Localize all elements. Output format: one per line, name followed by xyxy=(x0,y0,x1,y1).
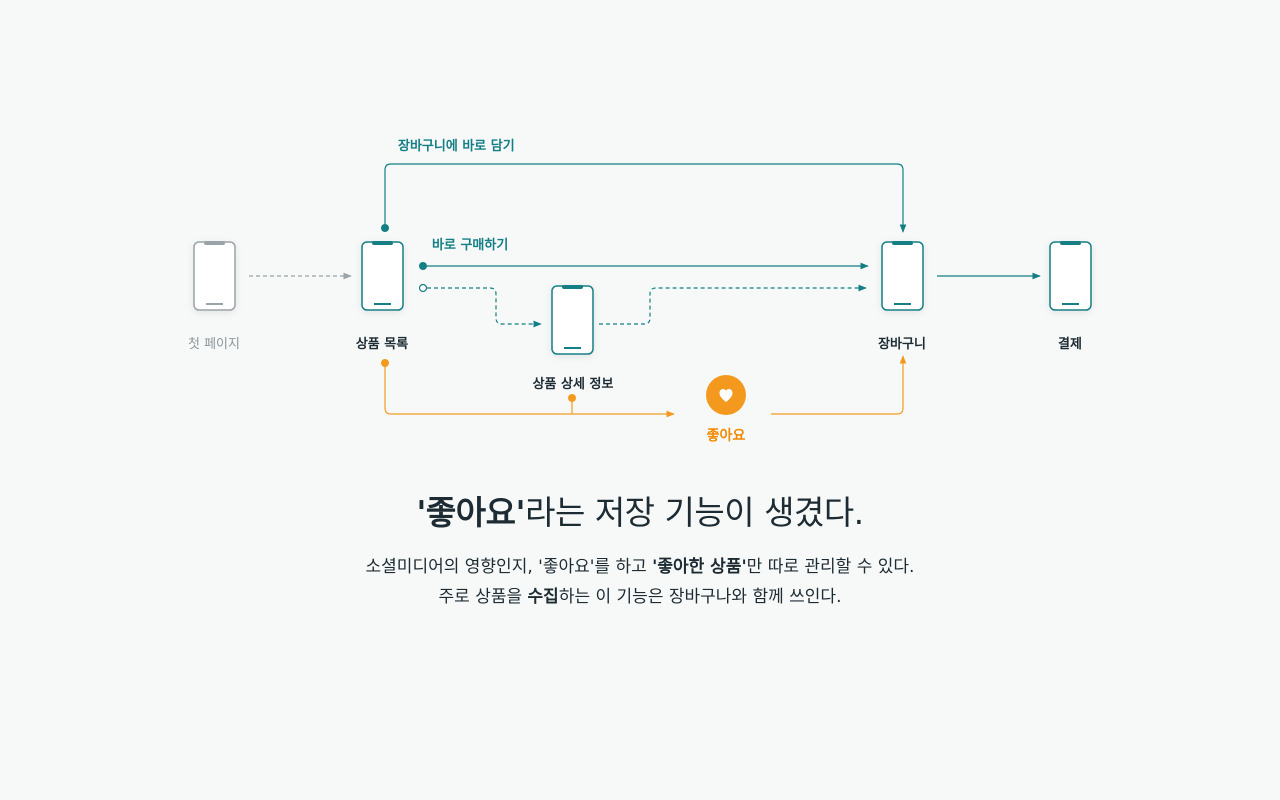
desc-line2-bold: 수집 xyxy=(527,587,559,607)
heart-icon xyxy=(719,389,733,402)
buy-now-start-dot xyxy=(419,262,427,270)
label-product-list: 상품 목록 xyxy=(355,337,409,352)
flow-diagram xyxy=(193,163,1092,418)
desc-line2-b: 하는 이 기능은 장바구나와 함께 쓰인다. xyxy=(558,587,842,607)
detail-route-start-dot xyxy=(418,283,428,293)
label-buy-now-path: 바로 구매하기 xyxy=(432,238,509,253)
like-badge xyxy=(706,375,746,415)
headline: '좋아요'라는 저장 기능이 생겼다. xyxy=(0,486,1280,534)
list-to-detail-path xyxy=(427,287,542,328)
list-to-like-path xyxy=(384,363,675,418)
desc-line1-bold: '좋아한 상품' xyxy=(652,557,747,577)
phone-icon-checkout xyxy=(1049,241,1092,311)
phone-icon-product-list xyxy=(361,241,404,311)
phone-icon-cart xyxy=(881,241,924,311)
label-product-detail: 상품 상세 정보 xyxy=(532,377,614,392)
desc-line1-a: 소셜미디어의 영향인지, '좋아요'를 하고 xyxy=(365,557,653,577)
description-line-2: 주로 상품을 수집하는 이 기능은 장바구나와 함께 쓰인다. xyxy=(0,582,1280,612)
desc-line2-a: 주로 상품을 xyxy=(438,587,528,607)
label-cart: 장바구니 xyxy=(878,337,926,352)
like-to-cart-path xyxy=(771,355,907,415)
headline-rest: 라는 저장 기능이 생겼다. xyxy=(525,493,864,532)
add-to-cart-start-dot xyxy=(381,224,389,232)
add-to-cart-path xyxy=(384,163,907,233)
label-like: 좋아요 xyxy=(706,428,746,444)
desc-line1-b: 만 따로 관리할 수 있다. xyxy=(746,557,915,577)
label-first-page: 첫 페이지 xyxy=(188,337,240,352)
label-checkout: 결제 xyxy=(1058,337,1082,352)
phone-icon-first-page xyxy=(193,241,236,311)
description-line-1: 소셜미디어의 영향인지, '좋아요'를 하고 '좋아한 상품'만 따로 관리할 … xyxy=(0,552,1280,582)
phone-icon-product-detail xyxy=(551,285,594,355)
label-add-to-cart-path: 장바구니에 바로 담기 xyxy=(398,139,515,154)
headline-bold: '좋아요' xyxy=(416,493,526,532)
detail-to-cart-path xyxy=(599,284,867,325)
description: 소셜미디어의 영향인지, '좋아요'를 하고 '좋아한 상품'만 따로 관리할 … xyxy=(0,552,1280,612)
